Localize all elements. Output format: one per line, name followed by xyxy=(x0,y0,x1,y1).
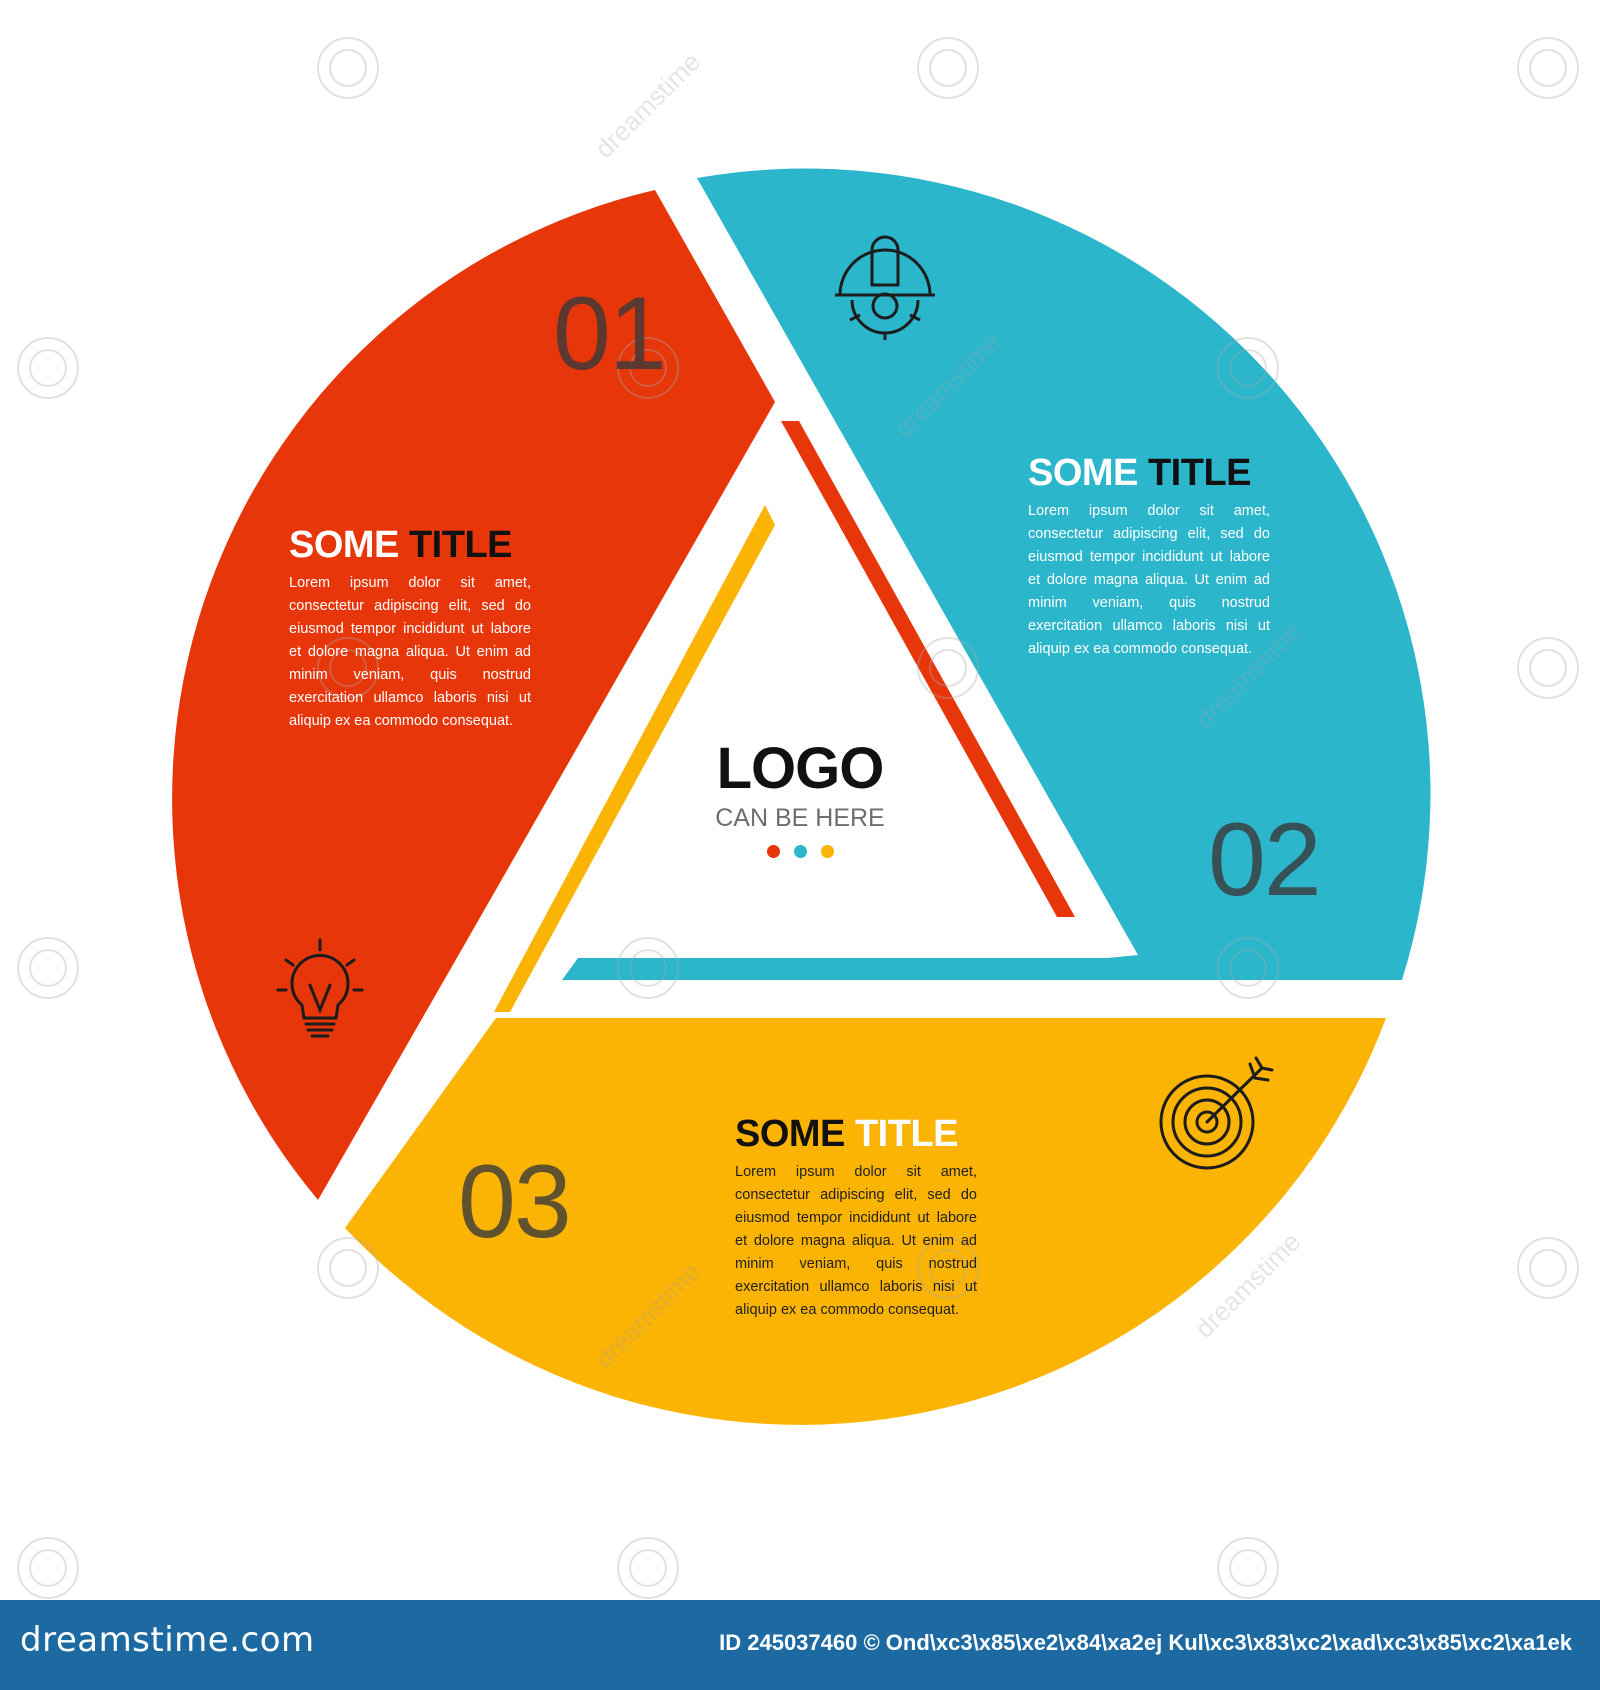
dot-cyan xyxy=(793,845,807,858)
logo-dots xyxy=(700,845,900,858)
engineer-helmet-gear-icon xyxy=(835,235,935,340)
dot-yellow xyxy=(820,845,834,858)
footer-credit: ID 245037460 © Ond\xc3\x85\xe2\x84\xa2ej… xyxy=(719,1630,1572,1655)
step-03-number: 03 xyxy=(458,1144,572,1260)
step-03-title-part1: SOME xyxy=(735,1113,845,1155)
step-01-number: 01 xyxy=(553,276,667,392)
step-03-body: Lorem ipsum dolor sit amet, consectetur … xyxy=(735,1164,977,1318)
step-02-number: 02 xyxy=(1208,802,1322,918)
step-03-title: SOME TITLE xyxy=(735,1115,977,1153)
inner-bar-yellow xyxy=(494,505,775,1012)
lightbulb-icon xyxy=(276,938,364,1038)
footer-brand[interactable]: dreamstime.com xyxy=(20,1620,315,1660)
center-triangle xyxy=(496,430,1138,1018)
step-02-title-part2: TITLE xyxy=(1147,452,1252,494)
footer-bar: dreamstime.com ID 245037460 © Ond\xc3\x8… xyxy=(0,1600,1600,1690)
step-03-title-part2: TITLE xyxy=(854,1113,959,1155)
step-01-body: Lorem ipsum dolor sit amet, consectetur … xyxy=(289,575,531,729)
logo-text: LOGO xyxy=(716,736,885,801)
step-02-title: SOME TITLE xyxy=(1028,454,1270,492)
step-02-title-part1: SOME xyxy=(1028,452,1138,494)
segment-02-cyan xyxy=(564,168,1431,980)
step-02-block: SOME TITLE Lorem ipsum dolor sit amet, c… xyxy=(1028,454,1270,661)
step-01-title-part1: SOME xyxy=(289,524,399,566)
logo-subtitle: CAN BE HERE xyxy=(715,804,885,832)
dot-red xyxy=(766,845,780,858)
step-01-title: SOME TITLE xyxy=(289,526,531,564)
step-01-title-part2: TITLE xyxy=(408,524,513,566)
inner-bar-cyan xyxy=(562,958,1140,980)
target-arrow-icon xyxy=(1159,1056,1274,1170)
segment-03-yellow xyxy=(345,1018,1386,1425)
step-03-block: SOME TITLE Lorem ipsum dolor sit amet, c… xyxy=(735,1115,977,1322)
step-01-block: SOME TITLE Lorem ipsum dolor sit amet, c… xyxy=(289,526,531,733)
inner-bar-red xyxy=(781,421,1075,917)
watermark-spirals xyxy=(17,37,1579,1599)
step-02-body: Lorem ipsum dolor sit amet, consectetur … xyxy=(1028,503,1270,657)
segment-01-red xyxy=(172,190,775,1200)
center-logo: LOGO CAN BE HERE xyxy=(700,740,900,858)
